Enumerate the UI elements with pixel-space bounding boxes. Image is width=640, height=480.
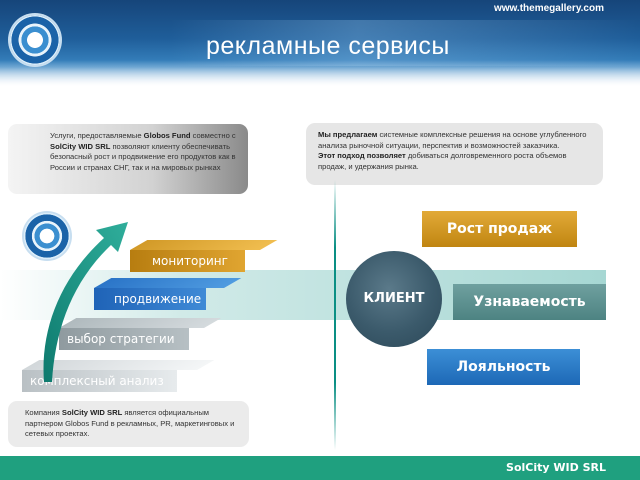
step-strategy: выбор стратегии (59, 318, 222, 350)
outcome-sales: Рост продаж (422, 211, 577, 247)
step-analysis: комплексный анализ (22, 360, 215, 392)
step-promotion: продвижение (94, 278, 242, 310)
footer-company: SolCity WID SRL (506, 461, 606, 474)
footer-bar: SolCity WID SRL (0, 456, 640, 480)
divider-line (334, 180, 336, 450)
header-banner: www.themegallery.com рекламные сервисы (0, 0, 640, 86)
partner-callout: Компания SolCity WID SRL является официа… (8, 401, 249, 447)
outcome-loyalty: Лояльность (427, 349, 580, 385)
step-monitoring: мониторинг (130, 240, 278, 272)
page-title: рекламные сервисы (206, 32, 450, 60)
site-url-link[interactable]: www.themegallery.com (493, 3, 604, 14)
header-decor (170, 20, 640, 66)
client-circle: КЛИЕНТ (346, 251, 442, 347)
offer-callout: Мы предлагаем системные комплексные реше… (306, 123, 603, 185)
services-callout: Услуги, предоставляемые Globos Fund совм… (8, 124, 248, 194)
logo-emblem-icon (24, 213, 70, 259)
logo-emblem-icon (10, 15, 60, 65)
outcome-awareness: Узнаваемость (453, 284, 606, 320)
header-fade (0, 60, 640, 86)
